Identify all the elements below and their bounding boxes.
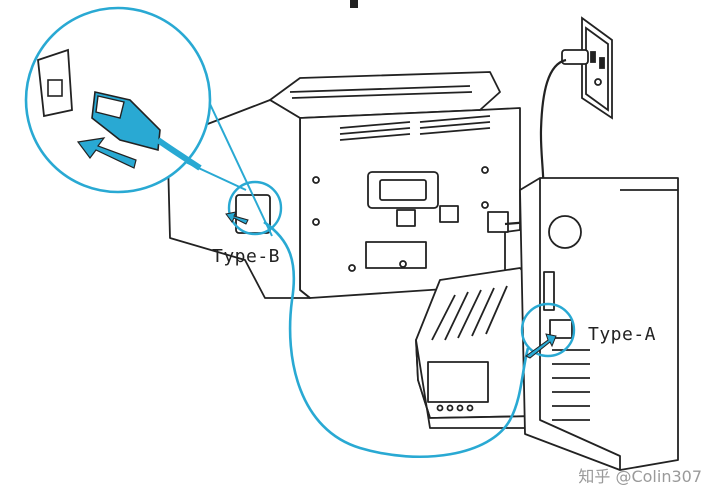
type-a-port-highlight: [520, 302, 576, 358]
watermark: 知乎 @Colin307: [578, 467, 702, 486]
type-b-arrow: [225, 211, 249, 225]
computer-tower: [519, 177, 679, 471]
type-a-arrow: [525, 333, 557, 359]
type-b-port-highlight: [227, 180, 283, 236]
top-mark: [350, 0, 358, 8]
type-a-label: Type-A: [588, 324, 657, 345]
type-b-label: Type-B: [212, 246, 281, 267]
wall-outlet: [561, 16, 613, 120]
usb-cable: [263, 220, 530, 458]
zoom-callout: [24, 6, 273, 237]
printer: [167, 71, 521, 299]
